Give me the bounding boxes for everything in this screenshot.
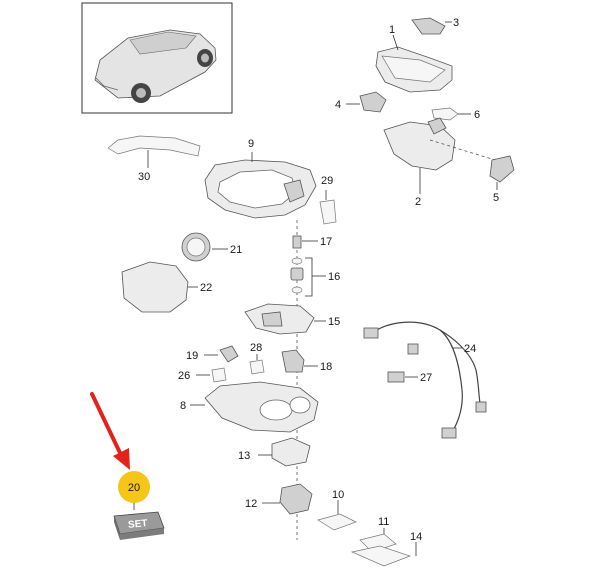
label-26: 26 (178, 370, 190, 382)
part-12: 12 (245, 483, 313, 515)
label-9: 9 (248, 138, 254, 150)
part-6: 6 (431, 107, 480, 121)
label-18: 18 (320, 361, 332, 373)
label-5: 5 (493, 192, 499, 204)
label-1: 1 (389, 24, 395, 36)
label-28: 28 (250, 342, 262, 354)
label-19: 19 (186, 350, 198, 362)
part-16: 16 (290, 257, 340, 297)
part-20-highlight: 20 (118, 471, 150, 510)
part-21: 21 (181, 232, 242, 262)
label-10: 10 (332, 489, 344, 501)
label-2: 2 (415, 196, 421, 208)
label-14: 14 (410, 531, 422, 543)
label-30: 30 (138, 171, 150, 183)
part-29: 29 (319, 175, 337, 225)
part-8: 8 (180, 381, 319, 433)
part-11: 11 (359, 516, 397, 553)
label-4: 4 (335, 99, 341, 111)
part-27: 27 (387, 371, 432, 384)
part-15: 15 (244, 303, 340, 335)
label-3: 3 (453, 17, 459, 29)
label-13: 13 (238, 450, 250, 462)
part-1: 1 (375, 24, 453, 93)
part-9: 9 (204, 138, 317, 219)
part-4: 4 (335, 91, 387, 113)
part-26: 26 (178, 367, 227, 383)
part-17: 17 (292, 235, 332, 249)
label-8: 8 (180, 400, 186, 412)
part-2: 2 (383, 117, 496, 208)
part-22: 22 (121, 261, 212, 313)
label-29: 29 (321, 175, 333, 187)
label-15: 15 (328, 316, 340, 328)
red-arrow-icon (90, 392, 130, 470)
part-19: 19 (186, 345, 239, 363)
set-box-label: SET (128, 518, 148, 531)
label-6: 6 (474, 109, 480, 121)
label-11: 11 (378, 516, 389, 528)
label-22: 22 (200, 282, 212, 294)
part-14: 14 (350, 531, 422, 567)
label-16: 16 (328, 271, 340, 283)
set-box: SET (113, 511, 165, 540)
part-18: 18 (281, 349, 332, 373)
label-27: 27 (420, 372, 432, 384)
part-5: 5 (489, 155, 515, 204)
part-30: 30 (107, 135, 201, 183)
part-24: 24 (363, 321, 487, 439)
part-3: 3 (411, 17, 459, 35)
part-13: 13 (238, 437, 311, 467)
label-12: 12 (245, 498, 257, 510)
label-24: 24 (464, 343, 476, 355)
label-21: 21 (230, 244, 242, 256)
part-28: 28 (249, 342, 265, 375)
car-thumbnail-icon (81, 2, 233, 114)
label-17: 17 (320, 236, 332, 248)
label-20: 20 (128, 482, 140, 494)
part-10: 10 (317, 489, 357, 531)
